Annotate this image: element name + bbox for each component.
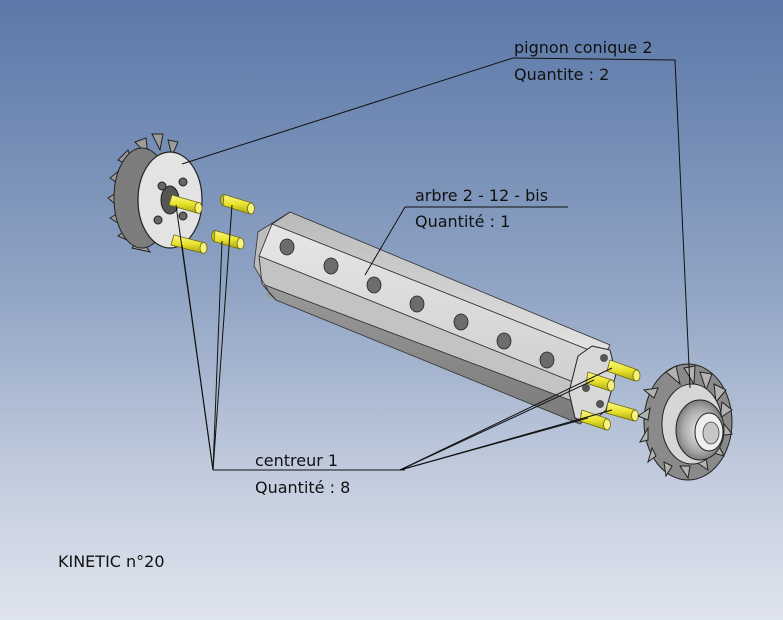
pignon-quantity-label: Quantite : 2 — [514, 65, 610, 84]
octagonal-shaft — [253, 211, 617, 425]
model-title: KINETIC n°20 — [58, 552, 165, 571]
pignon-name-label: pignon conique 2 — [514, 38, 653, 57]
centreur-pin — [170, 234, 208, 254]
arbre-name-label: arbre 2 - 12 - bis — [415, 186, 549, 205]
centreur-pin — [605, 401, 639, 422]
centreur-quantity-label: Quantité : 8 — [255, 478, 351, 497]
centreur-pin — [579, 409, 611, 431]
left-centreur-pins — [168, 193, 255, 254]
centreur-name-label: centreur 1 — [255, 451, 339, 470]
centreur-pin — [168, 194, 203, 214]
left-bevel-gear — [107, 133, 203, 253]
centreur-pin — [606, 359, 641, 382]
arbre-quantity-label: Quantité : 1 — [415, 212, 511, 231]
shaft-holes — [279, 238, 555, 369]
centreur-pin — [585, 371, 615, 392]
right-centreur-pins — [579, 359, 641, 431]
centreur-pin — [220, 193, 255, 215]
right-bevel-gear — [636, 363, 733, 481]
centreur-pin — [211, 229, 245, 250]
leader-lines — [175, 57, 691, 471]
